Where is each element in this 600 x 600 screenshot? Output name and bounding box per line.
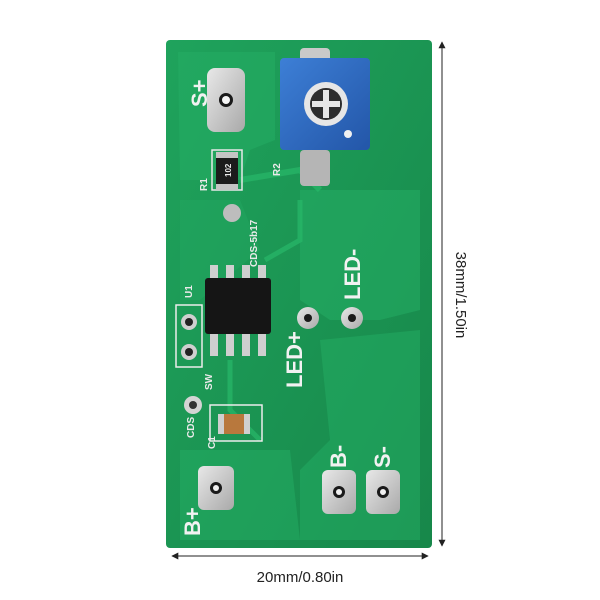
resistor-value: 102 <box>224 163 233 177</box>
label-led-plus: LED+ <box>282 331 307 388</box>
label-s-minus: S- <box>370 446 395 468</box>
label-b-plus: B+ <box>180 507 205 536</box>
pad-s-minus <box>366 470 400 514</box>
label-r1: R1 <box>199 178 210 191</box>
label-b-minus: B- <box>326 445 351 468</box>
label-sw: SW <box>204 373 215 390</box>
solder-point <box>223 204 241 222</box>
switch-pads <box>175 304 203 368</box>
ic-chip <box>205 265 271 356</box>
pad-led-plus <box>297 307 319 329</box>
pad-led-minus <box>341 307 363 329</box>
resistor-r1 <box>211 149 243 191</box>
height-label: 38mm/1.50in <box>452 252 469 339</box>
label-u1: U1 <box>184 285 195 298</box>
pad-s-plus <box>207 68 245 132</box>
potentiometer <box>280 48 370 186</box>
photoresistor <box>184 396 202 414</box>
label-s-plus: S+ <box>187 79 212 107</box>
label-r2: R2 <box>272 163 283 176</box>
label-led-minus: LED- <box>340 249 365 300</box>
width-label: 20mm/0.80in <box>257 569 344 586</box>
pad-b-plus <box>198 466 234 510</box>
capacitor-c1 <box>209 404 263 442</box>
ic-label: CDS-5b17 <box>249 219 260 267</box>
label-cds: CDS <box>186 417 197 438</box>
pad-b-minus <box>322 470 356 514</box>
label-c1: C1 <box>207 436 218 449</box>
